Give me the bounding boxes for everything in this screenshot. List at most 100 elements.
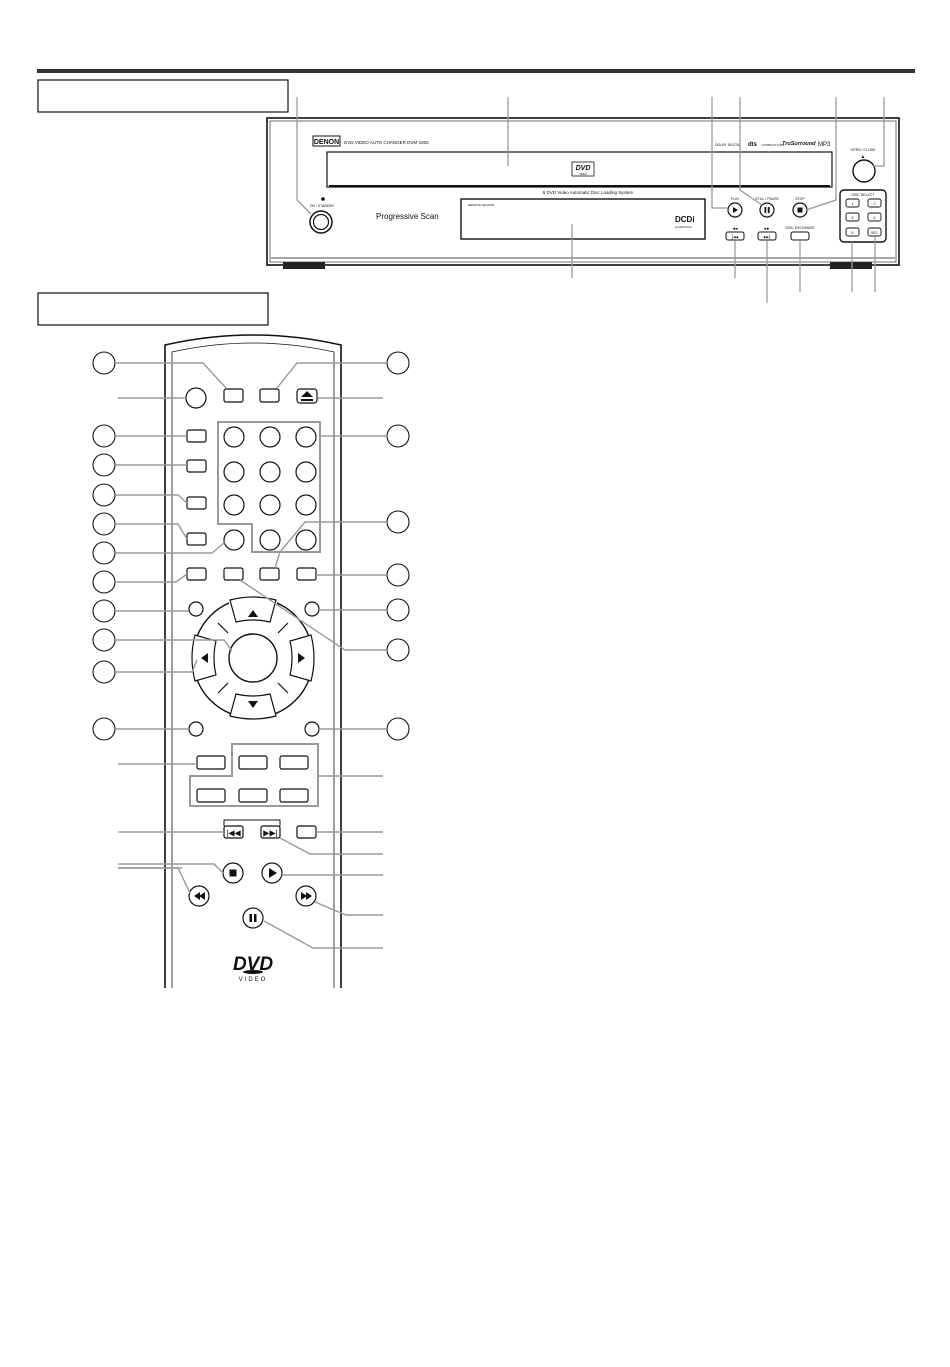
remote-left-button-1[interactable] [186,429,207,443]
skip-next-button[interactable] [260,825,281,839]
disc-1-label: 1 [851,201,854,206]
callout-circle [92,628,116,652]
disc-2-button[interactable] [867,198,882,208]
svg-text:▸▸|: ▸▸| [764,235,770,241]
disc-exchange-label: DISC EXCHANGE [786,226,816,230]
keypad-button[interactable] [259,494,281,516]
tray-dvd-logo [571,161,595,177]
six-button-group-outline [189,743,319,807]
callout-circle [386,717,410,741]
front-panel: DENON DVD VIDEO AUTO CHANGER DVM-1805 DO… [266,117,900,269]
disc-5-label: 5 [851,230,854,235]
mp3-logo: MP3 [818,142,831,148]
dolby-logo: DOLBY DIGITAL [715,143,741,147]
remote-row-button-1[interactable] [186,567,207,581]
rewind-icon [194,892,205,900]
disc-3-button[interactable] [845,212,860,222]
svg-text:▲: ▲ [861,154,866,160]
brand-label: DENON [314,139,339,146]
fast-forward-icon [301,892,312,900]
remote-heading-box [37,292,269,326]
progressive-scan-label: Progressive Scan [376,212,439,221]
numeric-keypad [223,426,317,551]
dpad-up-button[interactable] [238,600,268,620]
dpad-right-button[interactable] [292,643,312,673]
pause-remote-button[interactable] [242,907,264,929]
dcdi-logo: DCDi [675,215,695,224]
disc-1-button[interactable] [845,198,860,208]
callout-circles [92,351,410,741]
remote-small-round-bottom-right[interactable] [304,721,320,737]
keypad-button[interactable] [295,461,317,483]
keypad-button[interactable] [223,494,245,516]
right-arrow-icon [298,653,305,663]
power-off-button[interactable] [259,388,280,403]
stop-icon [229,869,237,877]
keypad-button[interactable] [259,461,281,483]
callout-circle [386,598,410,622]
keypad-button[interactable] [259,426,281,448]
function-button-4[interactable] [196,788,226,803]
remote-small-round-right[interactable] [304,601,320,617]
still-pause-button[interactable] [759,202,775,218]
keypad-button[interactable] [223,426,245,448]
function-button-5[interactable] [238,788,268,803]
callout-circle [92,541,116,565]
remote-left-button-3[interactable] [186,496,207,510]
remote-sensor-label: REMOTE SENSOR [468,203,495,207]
remote-small-round-bottom-left[interactable] [188,721,204,737]
keypad-button[interactable] [223,529,245,551]
enter-button[interactable] [228,633,278,683]
function-button-6[interactable] [279,788,309,803]
open-close-button[interactable] [852,159,876,183]
remote-round-button-top[interactable] [185,387,207,409]
disc-5-button[interactable] [845,227,860,237]
function-button-1[interactable] [196,755,226,770]
foot-right [830,262,872,269]
function-button-3[interactable] [279,755,309,770]
stop-label: STOP [795,197,805,201]
callout-circle [386,563,410,587]
remote-left-button-4[interactable] [186,532,207,546]
keypad-button[interactable] [295,494,317,516]
remote-left-button-2[interactable] [186,459,207,473]
brand-box [312,135,341,147]
disc-4-button[interactable] [867,212,882,222]
keypad-group-outline [217,421,321,553]
dpad-down-button[interactable] [238,696,268,716]
callout-circle [92,512,116,536]
up-arrow-icon [248,610,258,617]
disc-select-group [839,189,887,243]
play-label: PLAY [731,197,740,201]
tray-logo-top: DVD [576,165,591,172]
left-arrow-icon [201,653,208,663]
callout-circle [92,483,116,507]
model-label: DVD VIDEO AUTO CHANGER DVM-1805 [344,140,429,145]
skip-back-icon: |◀◀ [226,829,241,838]
display-window [460,198,706,240]
remote-row-button-4[interactable] [296,567,317,581]
remote-right-small-button[interactable] [296,825,317,839]
callout-circle [92,453,116,477]
down-arrow-icon [248,701,258,708]
remote-row-button-3[interactable] [259,567,280,581]
callout-circle [92,424,116,448]
foot-left [283,262,325,269]
dts-logo: dts [748,142,758,148]
power-on-button[interactable] [223,388,244,403]
keypad-button[interactable] [295,426,317,448]
function-button-2[interactable] [238,755,268,770]
remote-small-round-left[interactable] [188,601,204,617]
keypad-button[interactable] [259,529,281,551]
remote-row-button-2[interactable] [223,567,244,581]
system-caption: 5 DVD Video Automatic Disc Loading Syste… [543,190,634,195]
disc-exchange-button[interactable] [790,231,810,241]
dpad-left-button[interactable] [194,643,214,673]
keypad-button[interactable] [223,461,245,483]
front-panel-leaders [296,97,885,303]
disc-5dc-label: 5DC [871,231,878,235]
still-pause-label: STILL / PAUSE [755,197,779,201]
keypad-button[interactable] [295,529,317,551]
tray-logo-bottom: VIDEO [579,173,587,176]
